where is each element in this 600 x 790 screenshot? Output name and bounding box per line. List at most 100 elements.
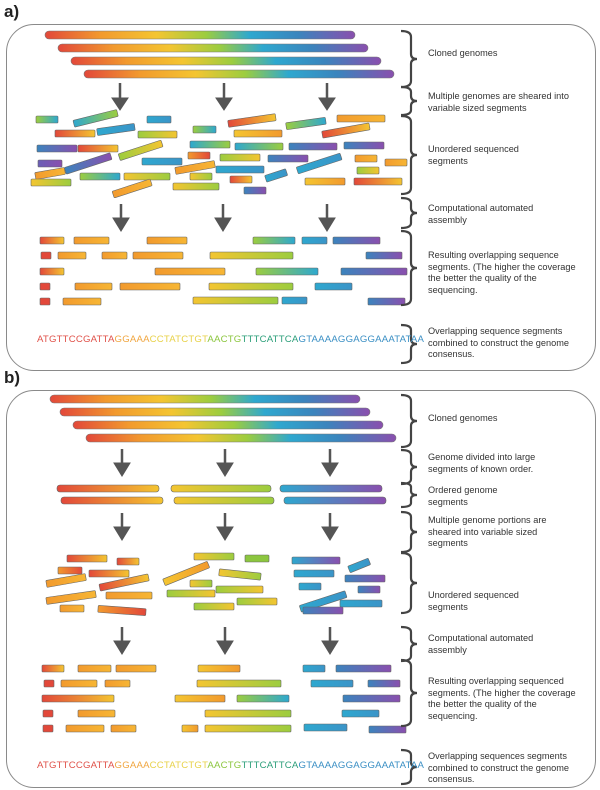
brace-icon — [400, 229, 418, 307]
segment — [110, 724, 137, 733]
segment — [341, 709, 380, 718]
segment — [36, 144, 78, 153]
arrow-down-icon — [321, 449, 339, 477]
segment — [34, 167, 66, 180]
segment — [60, 496, 164, 505]
arrow-down-icon — [215, 83, 233, 111]
seq-part: ATGTTCCGATTA — [37, 760, 115, 771]
panel-a-arrows-1 — [111, 83, 336, 111]
brace-icon — [400, 448, 418, 486]
step-label-consensus: Overlapping sequences segments combined … — [428, 751, 569, 784]
segment — [39, 267, 65, 276]
panel-a-arrows-2 — [112, 204, 336, 232]
genome-bar — [83, 69, 395, 79]
segment — [43, 679, 55, 688]
seq-part: AACTG — [207, 760, 242, 771]
segment — [353, 177, 403, 186]
brace-icon — [400, 196, 418, 230]
segment — [356, 166, 380, 175]
segment — [39, 236, 65, 245]
segment — [57, 566, 83, 575]
segment — [314, 282, 353, 291]
segment — [332, 236, 381, 245]
arrow-down-icon — [112, 204, 130, 232]
segment — [209, 251, 294, 260]
segment — [187, 151, 211, 160]
seq-part: GTAAAAGGAGGAAATATAA — [298, 760, 425, 771]
segment — [141, 157, 183, 166]
arrow-down-icon — [321, 627, 339, 655]
panel-a-label: a) — [4, 2, 20, 21]
arrow-down-icon — [318, 83, 336, 111]
segment — [283, 496, 387, 505]
segment — [116, 557, 140, 566]
segment — [96, 123, 136, 136]
brace-icon — [400, 85, 418, 117]
segment — [347, 558, 371, 573]
segment — [310, 679, 354, 688]
arrow-down-icon — [113, 449, 131, 477]
brace-icon — [400, 393, 418, 449]
brace-icon — [400, 748, 418, 786]
segment — [193, 602, 235, 611]
panel-a-unordered-segments — [30, 109, 408, 199]
step-label-sheared: Multiple genome portions are sheared int… — [428, 515, 547, 548]
segment — [281, 296, 308, 305]
panel-b-overlapping-segments — [41, 664, 407, 734]
segment — [74, 282, 113, 291]
segment — [227, 113, 277, 128]
segment — [39, 282, 51, 291]
seq-part: TTTCATTCA — [241, 760, 299, 771]
genome-bar — [59, 407, 371, 417]
segment — [267, 154, 309, 163]
step-label-cloned: Cloned genomes — [428, 48, 498, 58]
genome-bar — [44, 30, 356, 40]
segment — [154, 267, 226, 276]
step-label-overlapping: Resulting overlapping sequence segments.… — [428, 250, 576, 295]
segment — [304, 177, 346, 186]
arrow-down-icon — [113, 627, 131, 655]
segment — [298, 582, 322, 591]
segment — [72, 109, 119, 128]
segment — [321, 122, 371, 139]
segment — [35, 115, 59, 124]
segment — [77, 709, 116, 718]
segment — [101, 251, 128, 260]
segment — [335, 664, 392, 673]
segment — [189, 579, 213, 588]
segment — [62, 297, 102, 306]
step-label-unordered: Unordered sequenced segments — [428, 590, 519, 612]
seq-part: AACTG — [207, 334, 242, 345]
segment — [54, 129, 96, 138]
segment — [344, 574, 386, 583]
arrow-down-icon — [111, 83, 129, 111]
segment — [367, 297, 406, 306]
brace-icon — [400, 114, 418, 196]
segment — [368, 725, 407, 734]
segment — [236, 597, 278, 606]
arrow-down-icon — [321, 513, 339, 541]
brace-icon — [400, 29, 418, 89]
panel-b-consensus-sequence: ATGTTCCGATTAGGAAACCTATCTGTAACTGTTTCATTCA… — [37, 760, 424, 771]
segment — [196, 679, 282, 688]
step-label-sheared: Multiple genomes are sheared into variab… — [428, 91, 569, 113]
segment — [73, 236, 110, 245]
genome-bar — [70, 56, 382, 66]
panel-b-unordered-segments — [45, 552, 386, 616]
segment — [79, 172, 121, 181]
panel-b-arrows-3 — [113, 627, 339, 655]
segment — [174, 160, 216, 175]
segment — [279, 484, 383, 493]
segment — [39, 297, 51, 306]
segment — [170, 484, 272, 493]
segment — [41, 694, 115, 703]
segment — [193, 552, 235, 561]
panel-a-cloned-genomes — [44, 30, 395, 79]
seq-part: GGAAA — [114, 760, 150, 771]
segment — [123, 172, 171, 181]
panel-b-arrows-2 — [113, 513, 339, 541]
segment — [204, 709, 292, 718]
segment — [37, 159, 63, 168]
segment — [42, 724, 54, 733]
